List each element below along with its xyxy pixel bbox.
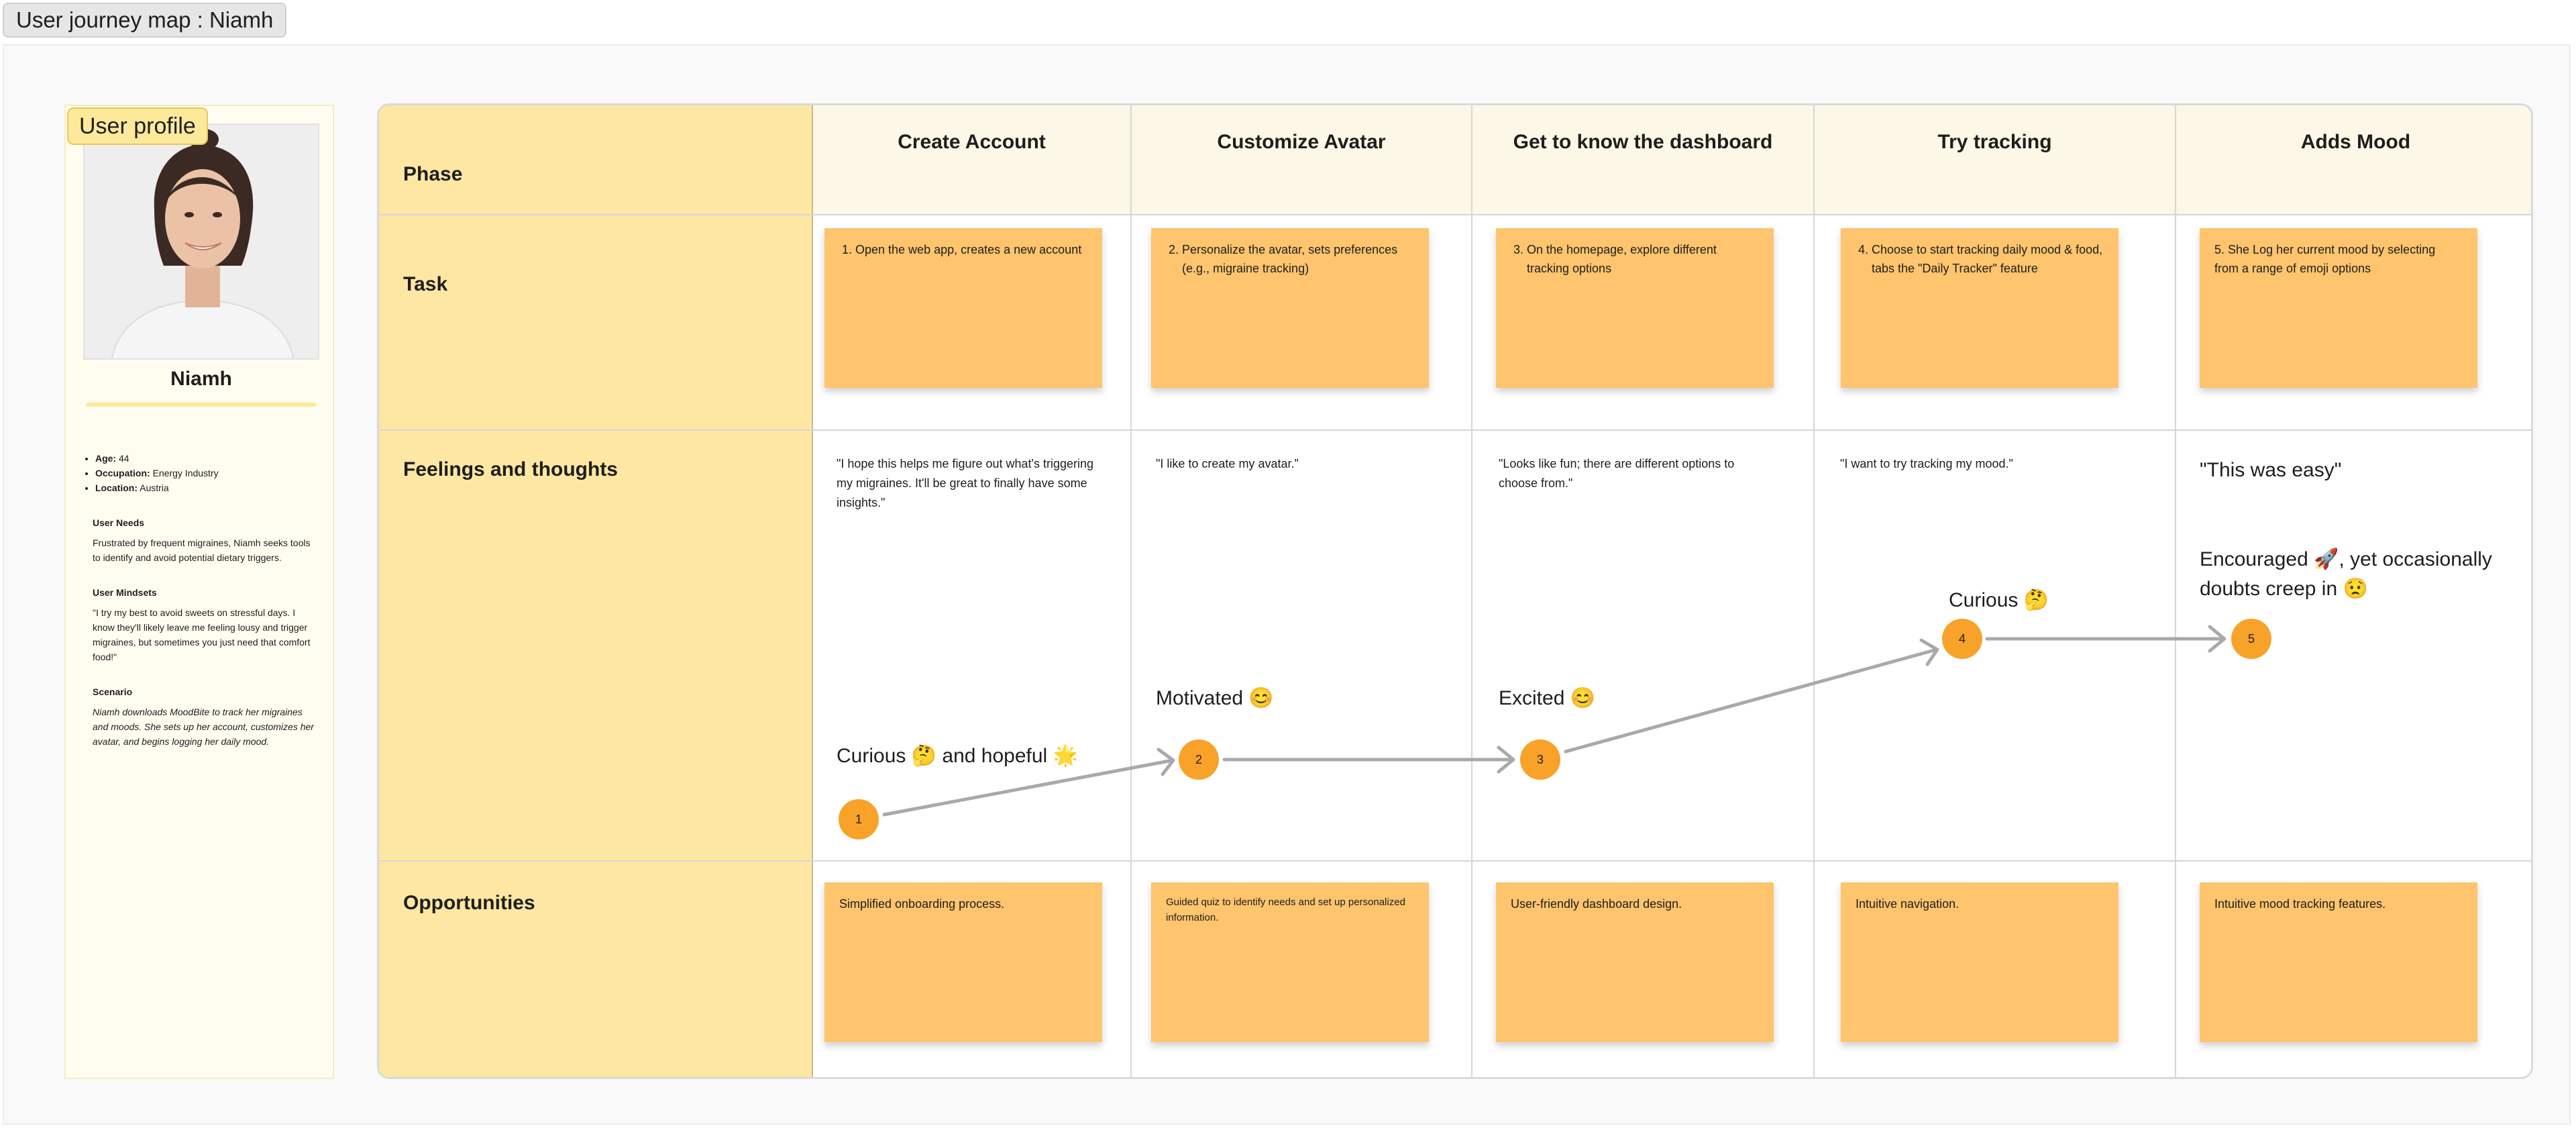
user-needs-title: User Needs [93, 517, 145, 528]
task-text-1: Open the web app, creates a new account [855, 240, 1087, 259]
quote-5: "This was easy" [2200, 459, 2342, 481]
profile-details: Age: 44 Occupation: Energy Industry Loca… [86, 451, 318, 749]
phase-try-tracking: Try tracking [1937, 131, 2052, 153]
column-divider [2175, 105, 2176, 1077]
profile-location: Location: Austria [95, 480, 318, 495]
row-label-opportunities: Opportunities [403, 892, 535, 914]
row-label-phase: Phase [403, 163, 463, 185]
column-divider [1813, 105, 1815, 1077]
task-sticky-3[interactable]: On the homepage, explore different track… [1496, 228, 1774, 388]
step-dot-4[interactable]: 4 [1942, 619, 1982, 659]
emotion-2: Motivated 😊 [1156, 687, 1274, 709]
step-dot-2[interactable]: 2 [1179, 739, 1219, 780]
task-num-5: 5. [2214, 243, 2225, 256]
profile-photo [83, 123, 319, 360]
task-sticky-2[interactable]: Personalize the avatar, sets preferences… [1151, 228, 1429, 388]
phase-customize-avatar: Customize Avatar [1217, 131, 1386, 153]
profile-age: Age: 44 [95, 451, 318, 466]
task-sticky-4[interactable]: Choose to start tracking daily mood & fo… [1841, 228, 2118, 388]
quote-2: "I like to create my avatar." [1156, 457, 1299, 470]
user-mindsets-title: User Mindsets [93, 587, 157, 598]
journey-board: Phase Task Feelings and thoughts Opportu… [377, 103, 2533, 1079]
opportunity-sticky-4[interactable]: Intuitive navigation. [1841, 882, 2118, 1042]
row-label-column [379, 105, 812, 1077]
task-text-2: Personalize the avatar, sets preferences… [1182, 240, 1414, 278]
phase-adds-mood: Adds Mood [2300, 131, 2411, 153]
step-dot-1[interactable]: 1 [839, 799, 879, 839]
task-text-3: On the homepage, explore different track… [1527, 240, 1759, 278]
profile-divider [86, 403, 317, 407]
quote-4: "I want to try tracking my mood." [1840, 457, 2013, 470]
frame-title[interactable]: User journey map : Niamh [3, 3, 287, 38]
step-dot-3[interactable]: 3 [1520, 739, 1560, 780]
phase-header-row [812, 105, 2531, 214]
row-divider [379, 214, 2531, 215]
emotion-5: Encouraged 🚀, yet occasionally doubts cr… [2200, 548, 2492, 600]
task-sticky-1[interactable]: Open the web app, creates a new account [824, 228, 1102, 388]
opportunity-text-1: Simplified onboarding process. [839, 897, 1005, 911]
quote-1: "I hope this helps me figure out what's … [837, 457, 1094, 509]
emotion-3: Excited 😊 [1499, 687, 1596, 709]
row-label-task: Task [403, 273, 448, 295]
opportunity-sticky-1[interactable]: Simplified onboarding process. [824, 882, 1102, 1042]
phase-dashboard: Get to know the dashboard [1513, 131, 1773, 153]
opportunity-text-5: Intuitive mood tracking features. [2214, 897, 2386, 911]
column-divider [1130, 105, 1132, 1077]
emotion-1: Curious 🤔 and hopeful 🌟 [837, 745, 1078, 767]
opportunity-sticky-3[interactable]: User-friendly dashboard design. [1496, 882, 1774, 1042]
profile-occupation: Occupation: Energy Industry [95, 466, 318, 480]
task-text-4: Choose to start tracking daily mood & fo… [1872, 240, 2104, 278]
row-divider [379, 429, 2531, 431]
phase-create-account: Create Account [898, 131, 1046, 153]
user-profile-tag[interactable]: User profile [67, 107, 208, 145]
scenario-text: Niamh downloads MoodBite to track her mi… [93, 707, 314, 747]
profile-name: Niamh [170, 368, 232, 390]
opportunity-text-3: User-friendly dashboard design. [1511, 897, 1682, 911]
column-divider [1471, 105, 1472, 1077]
emotion-4: Curious 🤔 [1949, 589, 2049, 611]
task-text-5: She Log her current mood by selecting fr… [2214, 243, 2436, 275]
row-label-feelings: Feelings and thoughts [403, 458, 618, 480]
scenario-title: Scenario [93, 686, 133, 697]
step-dot-5[interactable]: 5 [2231, 619, 2271, 659]
quote-3: "Looks like fun; there are different opt… [1499, 457, 1735, 490]
user-needs-text: Frustrated by frequent migraines, Niamh … [93, 537, 311, 563]
task-sticky-5[interactable]: 5. She Log her current mood by selecting… [2200, 228, 2477, 388]
opportunity-sticky-2[interactable]: Guided quiz to identify needs and set up… [1151, 882, 1429, 1042]
opportunity-text-4: Intuitive navigation. [1856, 897, 1960, 911]
column-divider [812, 105, 813, 1077]
opportunity-text-2: Guided quiz to identify needs and set up… [1166, 896, 1405, 923]
row-divider [379, 860, 2531, 862]
avatar-illustration [85, 125, 318, 358]
user-mindsets-text: "I try my best to avoid sweets on stress… [93, 607, 311, 662]
opportunity-sticky-5[interactable]: Intuitive mood tracking features. [2200, 882, 2477, 1042]
